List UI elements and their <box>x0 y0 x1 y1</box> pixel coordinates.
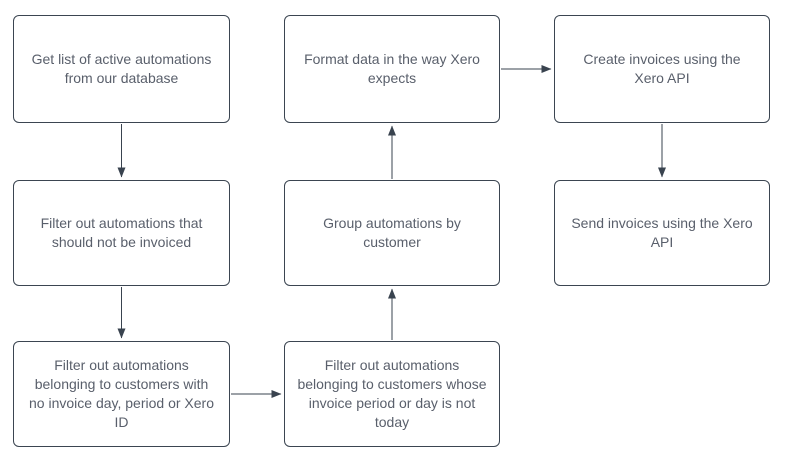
node-group-by-customer: Group automations by customer <box>284 180 500 286</box>
node-label: Create invoices using the Xero API <box>583 50 741 86</box>
node-label: Filter out automations that should not b… <box>40 214 203 250</box>
node-filter-no-invoice-details: Filter out automations belonging to cust… <box>13 341 230 447</box>
node-label: Filter out automations belonging to cust… <box>297 356 487 431</box>
node-format-data-for-xero: Format data in the way Xero expects <box>284 15 500 123</box>
node-label: Group automations by customer <box>323 214 461 250</box>
node-label: Send invoices using the Xero API <box>571 214 753 250</box>
node-filter-should-not-invoice: Filter out automations that should not b… <box>13 180 230 286</box>
node-label: Filter out automations belonging to cust… <box>29 356 214 431</box>
node-filter-not-today: Filter out automations belonging to cust… <box>284 341 500 447</box>
node-create-invoices-xero-api: Create invoices using the Xero API <box>554 15 770 123</box>
node-label: Format data in the way Xero expects <box>304 50 480 86</box>
node-label: Get list of active automations from our … <box>31 50 212 86</box>
node-get-active-automations: Get list of active automations from our … <box>13 15 230 123</box>
node-send-invoices-xero-api: Send invoices using the Xero API <box>554 180 770 286</box>
